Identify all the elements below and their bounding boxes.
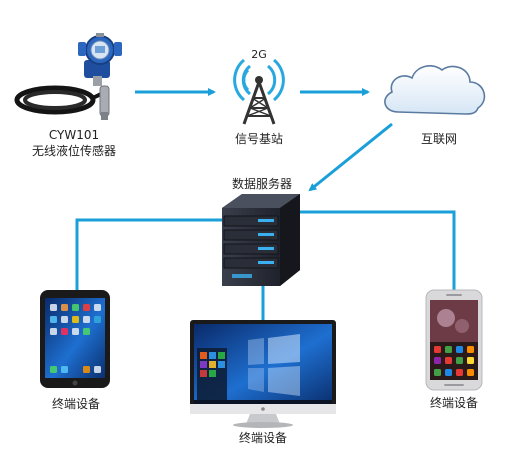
phone-name-label: 终端设备	[429, 396, 478, 410]
line-server-to-tablet	[75, 218, 222, 292]
tower-band-label: 2G	[251, 48, 267, 61]
desktop-name-label: 终端设备	[238, 431, 287, 445]
phone-device-icon	[425, 289, 483, 391]
data-server-icon	[222, 194, 300, 286]
internet-cloud-icon	[384, 65, 486, 115]
line-server-to-phone	[300, 210, 456, 290]
signal-tower-icon	[233, 58, 285, 125]
cloud-name-label: 互联网	[420, 132, 457, 146]
tablet-device-icon	[40, 290, 110, 388]
server-name-label: 数据服务器	[231, 177, 292, 191]
sensor-name-label: 无线液位传感器	[31, 144, 116, 158]
tablet-name-label: 终端设备	[51, 397, 100, 411]
arrow-cloud-to-server	[308, 122, 393, 192]
sensor-model-label: CYW101	[48, 128, 100, 142]
desktop-monitor-icon	[190, 320, 336, 428]
level-sensor-device	[14, 33, 122, 120]
connections	[75, 88, 456, 320]
tower-name-label: 信号基站	[234, 132, 283, 146]
